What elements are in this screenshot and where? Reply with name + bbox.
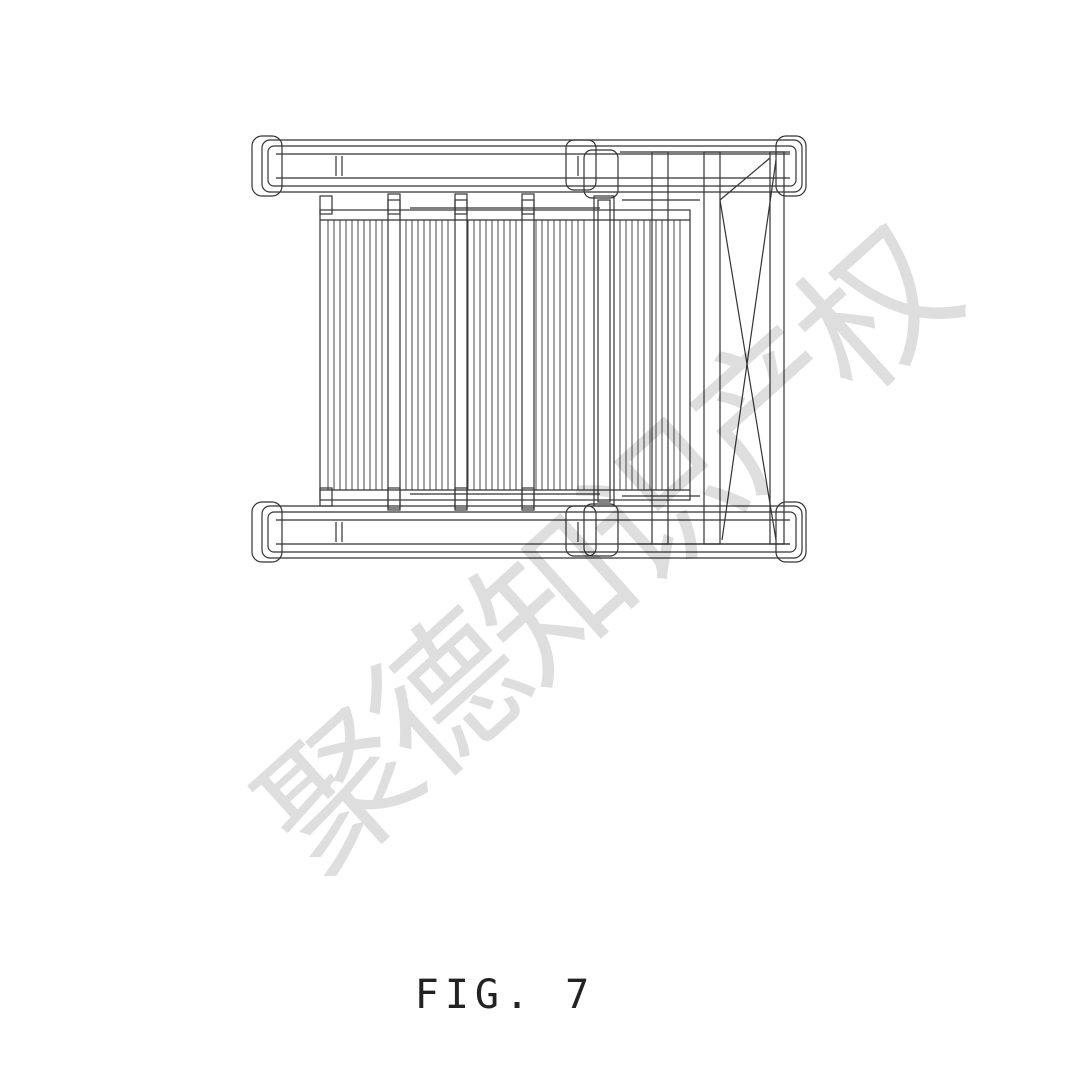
top-side-rail: [251, 135, 807, 197]
figure-label: FIG. 7: [414, 972, 596, 1018]
support-bars: [319, 193, 600, 511]
rollers: [327, 220, 681, 490]
roller-bed: [319, 209, 691, 501]
drive-shaft: [565, 139, 619, 557]
end-frame: [620, 151, 790, 545]
